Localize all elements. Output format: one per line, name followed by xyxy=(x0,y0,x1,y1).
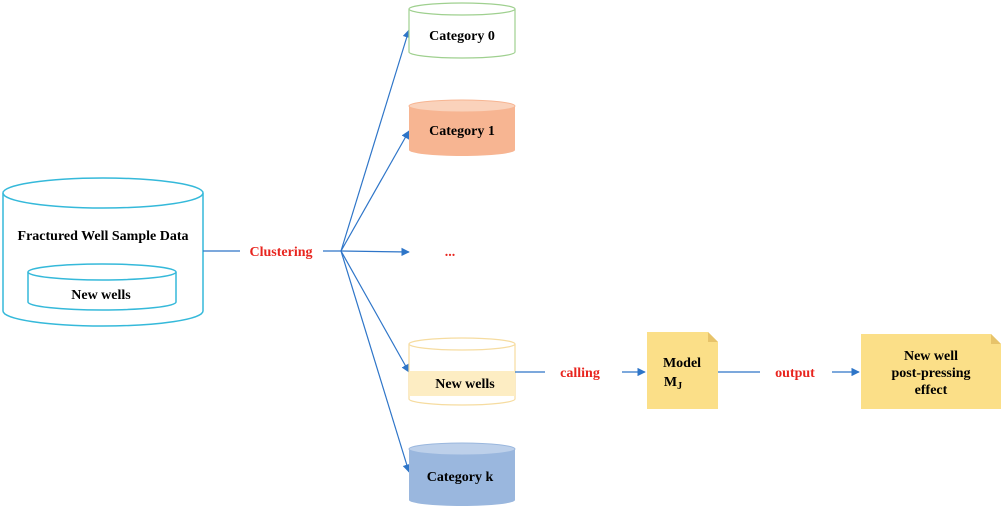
inner-new-wells-label: New wells xyxy=(71,288,131,303)
model-label: Model xyxy=(663,356,701,371)
arrow-to-category-1 xyxy=(340,130,410,252)
category-1-cylinder: Category 1 xyxy=(408,99,516,156)
new-wells-band xyxy=(409,371,515,396)
ellipsis-label: ... xyxy=(445,245,456,260)
source-database-label: Fractured Well Sample Data xyxy=(18,229,189,244)
source-database: Fractured Well Sample Data New wells xyxy=(2,177,204,327)
new-wells-label: New wells xyxy=(435,377,495,392)
category-1-label: Category 1 xyxy=(429,124,495,139)
result-line-1: New well xyxy=(904,349,958,364)
result-line-3: effect xyxy=(915,383,948,398)
output-label: output xyxy=(775,366,815,381)
category-k-label: Category k xyxy=(427,470,494,485)
cluster-arrows xyxy=(340,29,411,473)
arrow-to-category-0 xyxy=(340,29,411,252)
category-0-label: Category 0 xyxy=(429,29,495,44)
arrow-to-ellipsis xyxy=(340,247,410,257)
result-line-2: post-pressing xyxy=(891,366,970,381)
new-wells-cylinder: New wells xyxy=(408,337,516,406)
model-symbol-subscript: J xyxy=(677,381,682,392)
inner-new-wells-cylinder: New wells xyxy=(27,263,177,311)
category-0-cylinder: Category 0 xyxy=(408,2,516,59)
model-node: Model MJ xyxy=(647,332,718,409)
category-k-cylinder: Category k xyxy=(408,442,516,506)
model-symbol-letter: M xyxy=(664,375,677,390)
arrow-to-category-k xyxy=(340,250,411,473)
calling-label: calling xyxy=(560,366,600,381)
arrow-to-new-wells xyxy=(340,250,410,373)
clustering-label: Clustering xyxy=(250,245,313,260)
model-symbol: MJ xyxy=(664,375,682,392)
result-node: New well post-pressing effect xyxy=(861,334,1001,409)
